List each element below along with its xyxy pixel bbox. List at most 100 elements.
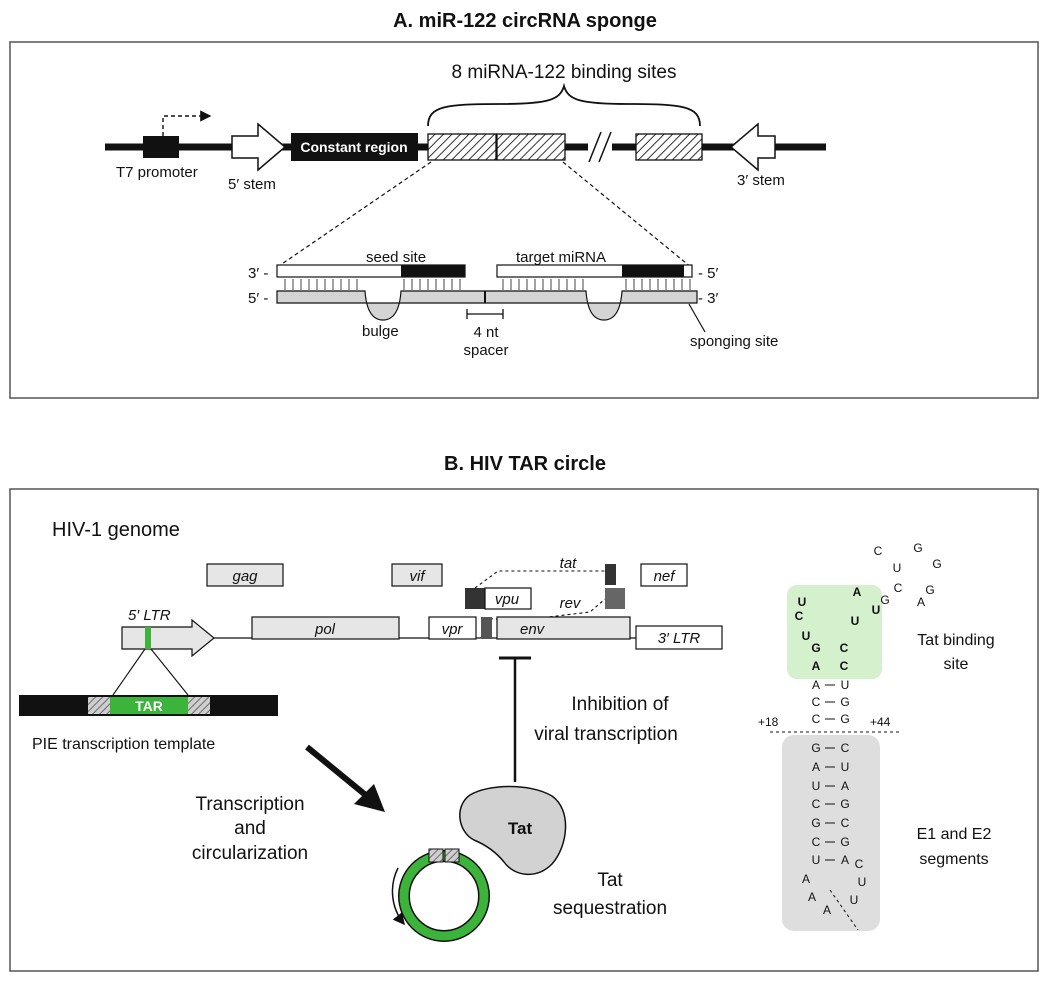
tat-binding-label-2: site <box>944 656 969 673</box>
stem-nucleotide-left: C <box>812 712 821 726</box>
constant-region-label: Constant region <box>300 139 407 155</box>
circrna-ring <box>399 851 489 941</box>
base-pair-ticks <box>284 279 691 290</box>
bulge-label: bulge <box>362 323 399 340</box>
gene-vif <box>391 563 443 587</box>
tat-protein <box>459 785 567 875</box>
loop-nucleotide: G <box>880 593 889 607</box>
stem-nucleotide-left: U <box>812 779 821 793</box>
tail-nucleotide: A <box>808 890 816 904</box>
gene-pol <box>251 616 400 640</box>
ltr5-tar-marker <box>145 627 151 649</box>
binding-site-2 <box>496 133 566 161</box>
tat-exon-1 <box>465 588 485 609</box>
gene-vpr <box>428 616 477 640</box>
sequestration-label-1: Tat <box>597 870 623 891</box>
loop-nucleotide: C <box>894 581 903 595</box>
gene-nef-label: nef <box>654 568 677 585</box>
gene-env <box>496 616 631 640</box>
segments-label-1: E1 and E2 <box>917 826 992 843</box>
tat-binding-site-box <box>787 585 882 679</box>
inhibition-label-1: Inhibition of <box>571 694 669 715</box>
gene-vif-label: vif <box>410 568 427 585</box>
bold-nucleotide: A <box>812 659 821 673</box>
end-3-right: - 3′ <box>698 290 719 307</box>
stem-nucleotide-left: A <box>812 760 820 774</box>
tail-nucleotide: U <box>858 875 867 889</box>
bold-nucleotide: C <box>840 641 849 655</box>
tar-label: TAR <box>135 698 163 714</box>
tail-nucleotide: A <box>823 903 831 917</box>
loop-nucleotide: G <box>932 557 941 571</box>
end-3-left: 3′ - <box>248 265 268 282</box>
tar-zoom-line-left <box>112 648 146 696</box>
tar-zoom-line-right <box>150 648 189 696</box>
sequestration-label-2: sequestration <box>553 898 667 919</box>
gene-gag-label: gag <box>232 568 258 585</box>
t7-promoter-block <box>143 136 179 158</box>
stem-nucleotide-left: A <box>812 678 820 692</box>
stem-nucleotide-right: A <box>841 853 849 867</box>
seed-region-left <box>401 265 465 277</box>
circularization-arrow <box>391 867 405 926</box>
backbone-break-gap <box>588 138 612 156</box>
gene-vpu-label: vpu <box>495 591 520 608</box>
zoom-line-left <box>275 161 432 269</box>
gene-vpu <box>484 587 532 610</box>
stem-nucleotide-right: C <box>841 741 850 755</box>
stem5-label: 5′ stem <box>228 176 276 193</box>
gene-env-label: env <box>520 621 546 638</box>
bold-nucleotide: U <box>798 595 807 609</box>
genome-label: HIV-1 genome <box>52 519 180 541</box>
bold-nucleotide: U <box>802 629 811 643</box>
stem-nucleotide-left: C <box>812 797 821 811</box>
rev-label: rev <box>560 595 582 612</box>
seed-site-label: seed site <box>366 249 426 266</box>
ltr3-box <box>635 625 723 650</box>
bold-nucleotide: U <box>851 614 860 628</box>
pie-exon-right <box>188 697 210 714</box>
spacer-label-1: 4 nt <box>473 324 499 341</box>
stem-nucleotide-right: G <box>840 797 849 811</box>
inhibition-label-2: viral transcription <box>534 724 678 745</box>
loop-nucleotide: G <box>925 583 934 597</box>
e1-e2-segment-box <box>782 735 880 931</box>
bold-nucleotide: U <box>872 603 881 617</box>
transcription-label-2: and <box>234 818 266 839</box>
transcription-label-3: circularization <box>192 843 308 864</box>
stem-nucleotide-left: C <box>812 835 821 849</box>
gene-gag <box>206 563 284 587</box>
tat-exon-2 <box>605 564 616 585</box>
gene-nef <box>640 563 688 587</box>
transcription-arrow-head <box>354 784 385 812</box>
pie-exon-left <box>88 697 110 714</box>
rev-exon-1 <box>481 617 492 639</box>
binding-sites-label: 8 miRNA-122 binding sites <box>452 62 677 83</box>
panel-a-frame <box>9 41 1039 399</box>
gene-pol-label: pol <box>314 621 336 638</box>
stem-nucleotide-right: G <box>840 695 849 709</box>
target-mirna-label: target miRNA <box>516 249 606 266</box>
tail-nucleotide: U <box>850 893 859 907</box>
break-slash-2 <box>598 131 612 163</box>
loop-nucleotide: G <box>913 541 922 555</box>
bold-nucleotide: C <box>795 609 804 623</box>
circrna-exon-right <box>444 848 460 863</box>
position-18: +18 <box>758 715 779 729</box>
transcription-label-1: Transcription <box>195 794 304 815</box>
ltr3-label: 3′ LTR <box>658 630 701 647</box>
tat-label: tat <box>560 555 578 572</box>
end-5-right: - 5′ <box>698 265 719 282</box>
pie-tar-region <box>110 697 188 714</box>
constant-region-box <box>291 133 418 161</box>
tat-protein-label: Tat <box>508 819 533 838</box>
pie-template-label: PIE transcription template <box>32 736 215 753</box>
stem-nucleotide-right: G <box>840 712 849 726</box>
tat-binding-label-1: Tat binding <box>917 632 994 649</box>
stem-nucleotide-left: G <box>811 816 820 830</box>
stem-nucleotide-left: U <box>812 853 821 867</box>
end-5-left: 5′ - <box>248 290 268 307</box>
